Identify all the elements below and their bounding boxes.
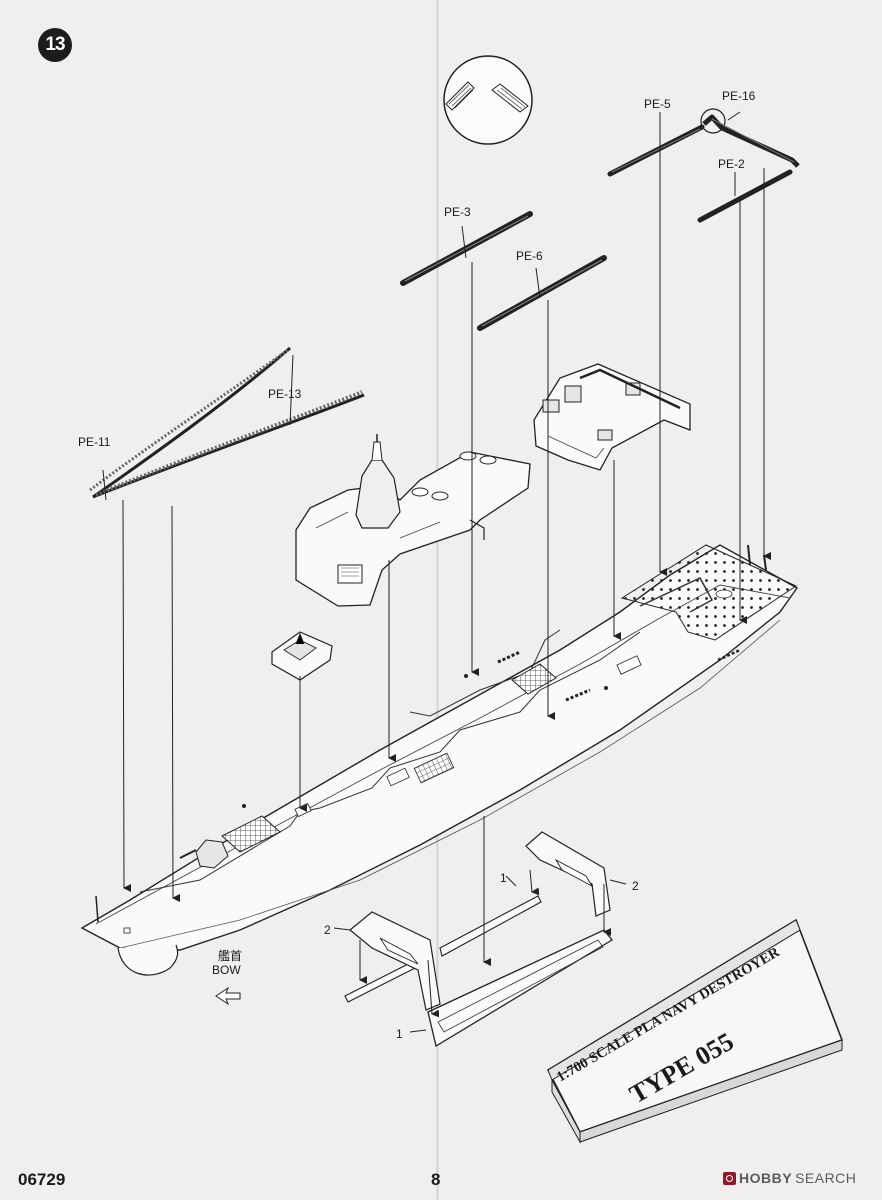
page-number: 8 [431,1170,441,1189]
page-fold [436,0,439,1200]
watermark-part-a: HOBBY [739,1170,793,1186]
hobbysearch-logo-icon [723,1171,736,1185]
display-stand [344,831,613,1048]
ship-hull [80,544,799,976]
pe-rail-pe16 [702,114,800,168]
kit-code: 06729 [18,1170,66,1189]
watermark-part-b: SEARCH [795,1170,857,1186]
step-number-badge: 13 [38,28,72,62]
label-pe2: PE-2 [718,157,745,171]
nameplate: 1:700 SCALE PLA NAVY DESTROYER TYPE 055 [546,918,844,1144]
forward-superstructure [295,434,531,607]
label-pe16: PE-16 [722,89,756,103]
bow-label-chinese: 艦首 [218,949,242,963]
label-pe13: PE-13 [268,387,302,401]
pe-rail-pe5 [607,124,705,177]
watermark: HOBBY SEARCH [723,1170,856,1186]
label-pe3: PE-3 [444,205,471,219]
label-stand2-left: 2 [324,923,331,937]
bow-direction-arrow [215,986,241,1006]
aft-superstructure [533,363,691,471]
magnifier-pointer [700,108,726,134]
label-stand1-right: 1 [500,871,507,885]
label-pe5: PE-5 [644,97,671,111]
pe-rail-pe6 [477,255,607,331]
bow-label-english: BOW [212,963,241,977]
pe-rail-pe3 [400,211,533,286]
detail-magnifier [443,55,533,145]
small-deck-module [271,631,333,681]
label-stand2-right: 2 [632,879,639,893]
leader-lines [102,111,771,1033]
label-pe6: PE-6 [516,249,543,263]
label-stand1-left: 1 [396,1027,403,1041]
pe-rail-pe2 [697,169,793,223]
pe-rail-pe13-pe11 [89,346,365,499]
label-pe11: PE-11 [78,435,111,449]
